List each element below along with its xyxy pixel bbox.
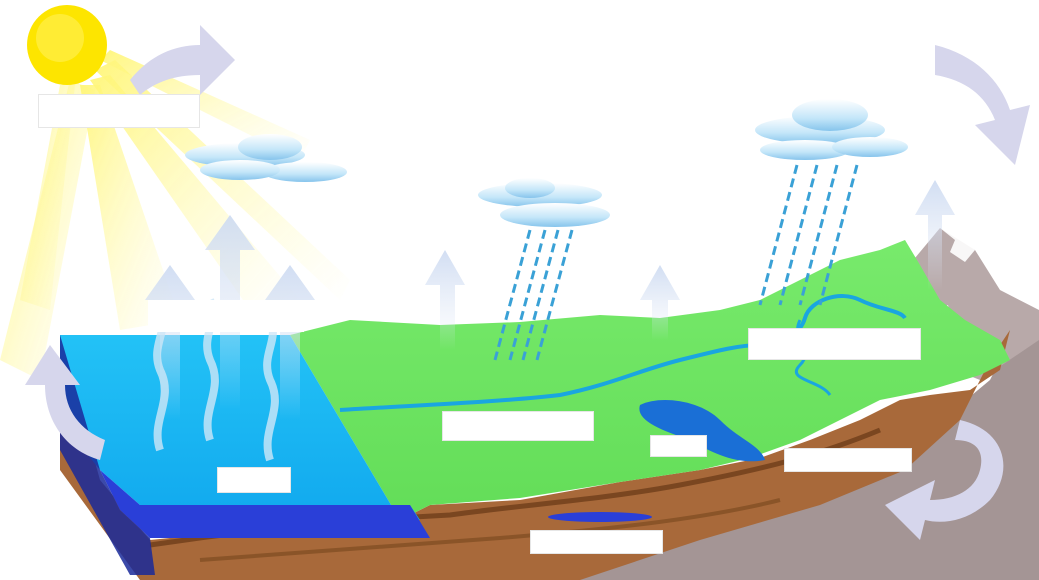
cloud-icon — [478, 178, 610, 227]
arrow-icon — [25, 345, 105, 460]
rain-icon — [493, 229, 574, 361]
soil-stripe — [199, 498, 781, 562]
arrow-icon — [935, 45, 1030, 165]
label-box-runoff[interactable] — [784, 448, 912, 472]
river — [339, 294, 907, 412]
ocean-shelf — [60, 335, 155, 575]
cloud-icon — [755, 99, 908, 160]
label-box-groundwater[interactable] — [530, 530, 663, 554]
arrow-icon — [130, 25, 235, 95]
deep-ocean — [100, 470, 430, 538]
label-box-river[interactable] — [442, 411, 594, 441]
label-box-ocean[interactable] — [217, 467, 291, 493]
label-box-evaporation[interactable] — [148, 300, 304, 332]
label-box-lake[interactable] — [650, 435, 707, 457]
label-box-mountain[interactable] — [748, 328, 921, 360]
ocean — [60, 335, 420, 520]
sun-icon — [27, 5, 107, 85]
aquifer — [548, 512, 652, 522]
rain-icon — [758, 164, 859, 306]
label-box-sun[interactable] — [38, 94, 200, 128]
lake — [639, 400, 765, 462]
arrow-icon — [885, 420, 1004, 540]
land — [290, 240, 1010, 520]
cloud-icon — [185, 134, 347, 182]
snow-cap — [940, 228, 975, 262]
soil-layer — [60, 330, 1010, 580]
